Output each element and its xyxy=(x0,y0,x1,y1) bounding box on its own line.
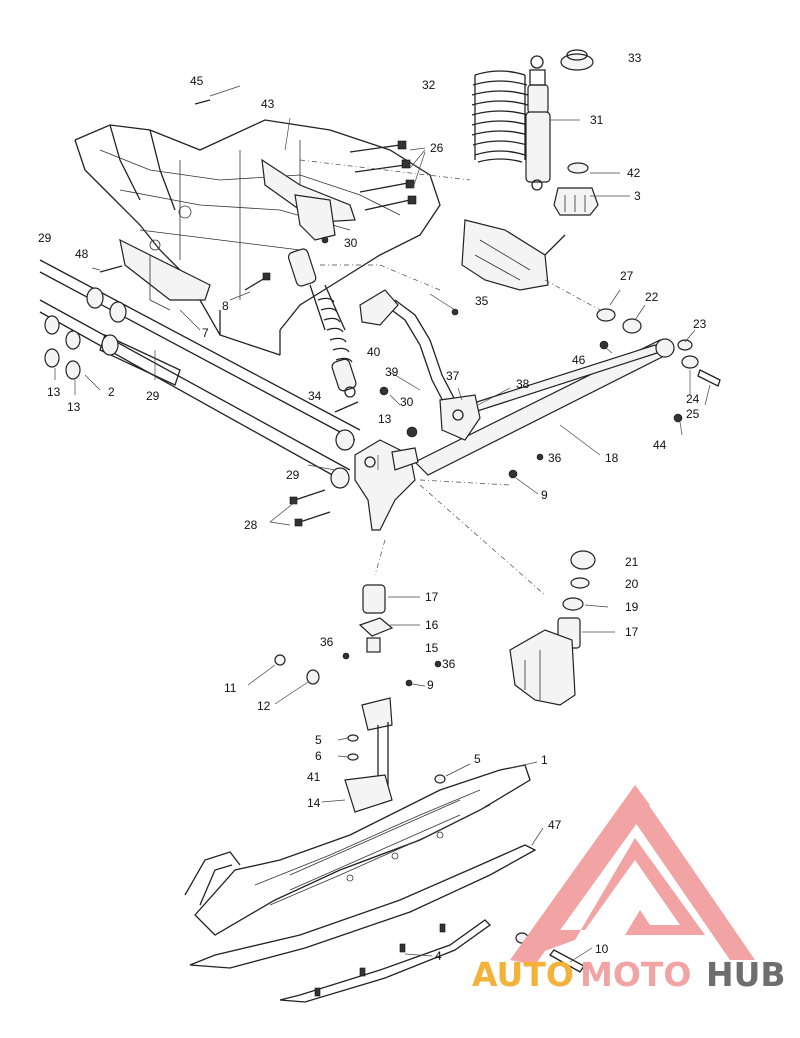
watermark-word-hub: HUB xyxy=(706,955,786,994)
callout-48: 48 xyxy=(75,247,89,261)
callout-29c: 29 xyxy=(286,468,300,482)
callout-4: 4 xyxy=(435,949,442,963)
callout-17a: 17 xyxy=(425,590,439,604)
callout-9b: 9 xyxy=(427,678,434,692)
upper-a-arm xyxy=(461,219,721,423)
callout-33: 33 xyxy=(628,51,642,65)
callout-32: 32 xyxy=(422,78,436,92)
watermark-word-auto: AUTO xyxy=(472,955,574,994)
callout-9a: 9 xyxy=(541,488,548,502)
callout-11: 11 xyxy=(224,681,237,695)
callout-47: 47 xyxy=(548,818,562,832)
callout-28: 28 xyxy=(244,518,258,532)
callout-19: 19 xyxy=(625,600,639,614)
callout-36c: 36 xyxy=(442,657,456,671)
callout-23: 23 xyxy=(693,317,707,331)
spindle-parts xyxy=(358,550,596,706)
callout-29b: 29 xyxy=(146,389,160,403)
callout-43: 43 xyxy=(261,97,275,111)
callout-46: 46 xyxy=(572,353,586,367)
callout-12a: 12 xyxy=(257,699,271,713)
callout-16: 16 xyxy=(425,618,439,632)
callout-45: 45 xyxy=(190,74,204,88)
front-shock xyxy=(287,248,357,398)
callout-39: 39 xyxy=(385,365,399,379)
callout-13b: 13 xyxy=(67,400,81,414)
callout-5b: 5 xyxy=(474,752,481,766)
callout-27: 27 xyxy=(620,269,634,283)
callout-1: 1 xyxy=(541,753,548,767)
callout-21: 21 xyxy=(625,555,639,569)
callout-10: 10 xyxy=(595,942,609,956)
ski xyxy=(184,764,531,936)
callout-6: 6 xyxy=(315,749,322,763)
cross-shafts xyxy=(39,259,361,489)
hardware-bolts xyxy=(99,99,544,687)
callout-15: 15 xyxy=(425,641,439,655)
callout-29a: 29 xyxy=(38,231,52,245)
watermark-logo: AUTO MOTO HUB xyxy=(472,785,786,994)
stabilizer-link xyxy=(359,289,481,441)
callout-13c: 13 xyxy=(378,412,392,426)
callout-40: 40 xyxy=(367,345,381,359)
callout-7: 7 xyxy=(202,326,209,340)
callout-14: 14 xyxy=(307,796,321,810)
callout-2: 2 xyxy=(108,385,115,399)
callout-36b: 36 xyxy=(320,635,334,649)
chassis-frame xyxy=(74,119,441,356)
callout-31: 31 xyxy=(590,113,604,127)
callout-3: 3 xyxy=(634,189,641,203)
callout-numbers: 1 2 3 4 5 5 6 7 8 9 9 10 11 12 12 13 13 … xyxy=(38,51,707,963)
callout-22: 22 xyxy=(645,290,659,304)
callout-8: 8 xyxy=(222,299,229,313)
callout-18: 18 xyxy=(605,451,619,465)
spring-assembly xyxy=(471,49,599,216)
watermark-word-moto: MOTO xyxy=(580,955,691,994)
callout-20: 20 xyxy=(625,577,639,591)
callout-25: 25 xyxy=(686,407,700,421)
callout-37: 37 xyxy=(446,369,460,383)
callout-5a: 5 xyxy=(315,733,322,747)
callout-13a: 13 xyxy=(47,385,61,399)
callout-35: 35 xyxy=(475,294,489,308)
radius-rod xyxy=(413,338,675,476)
callout-30a: 30 xyxy=(344,236,358,250)
callout-30b: 30 xyxy=(400,395,414,409)
callout-17b: 17 xyxy=(625,625,639,639)
callout-36a: 36 xyxy=(548,451,562,465)
callout-38: 38 xyxy=(516,377,530,391)
callout-34: 34 xyxy=(308,389,322,403)
callout-26: 26 xyxy=(430,141,444,155)
callout-42: 42 xyxy=(627,166,641,180)
callout-44: 44 xyxy=(653,438,667,452)
callout-24: 24 xyxy=(686,392,700,406)
spindle-housing xyxy=(354,439,419,531)
callout-41: 41 xyxy=(307,770,321,784)
ski-leg xyxy=(274,654,446,813)
